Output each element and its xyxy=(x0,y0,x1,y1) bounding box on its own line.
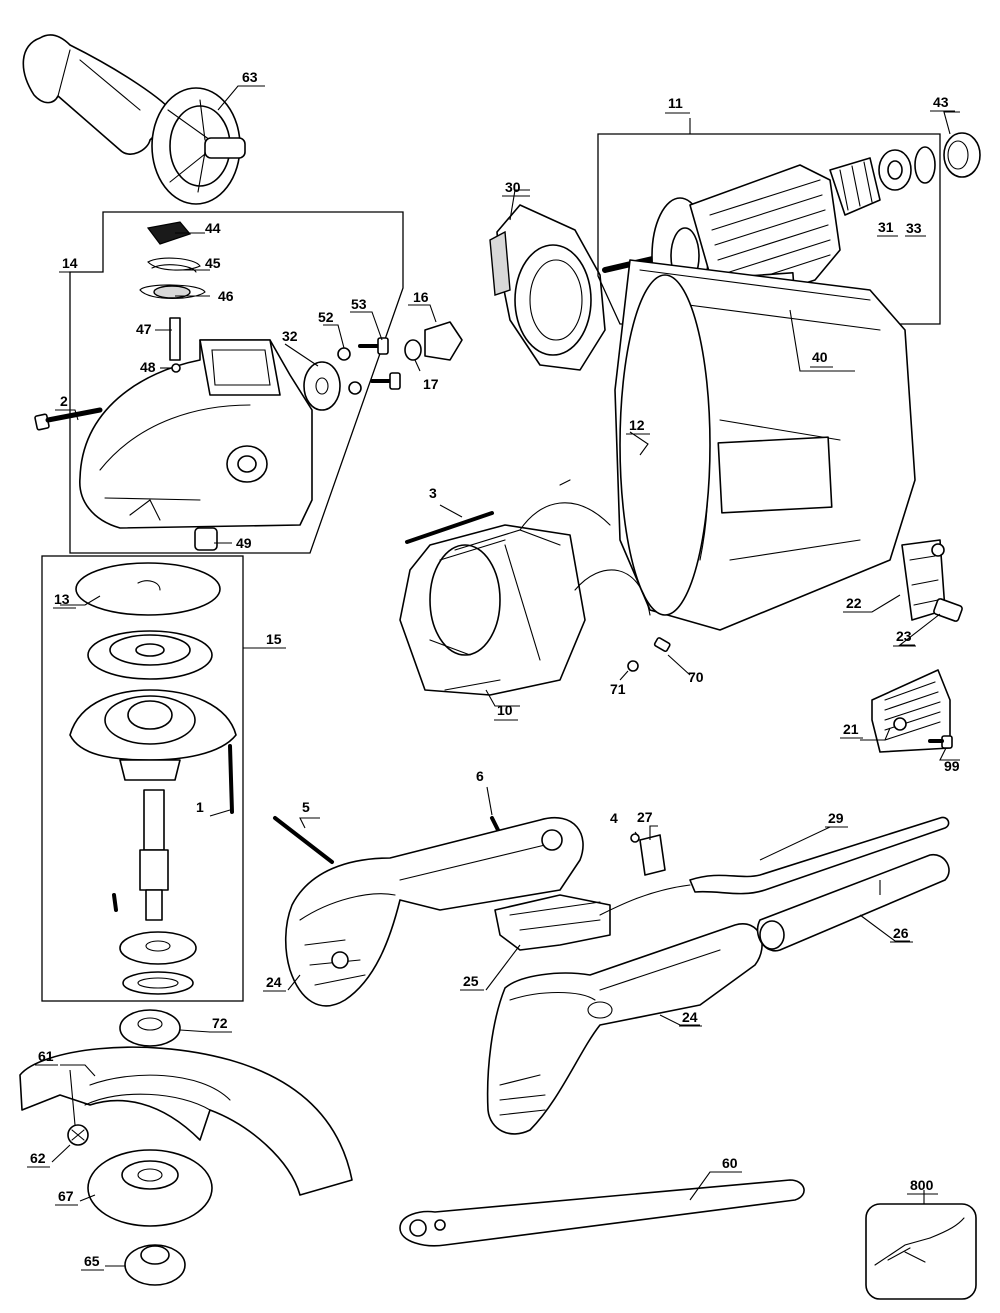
callout-72: 72 xyxy=(212,1015,228,1031)
callout-24b: 24 xyxy=(682,1009,698,1025)
strain-relief-26-part xyxy=(756,854,950,952)
motor-housing-part xyxy=(614,259,916,631)
callout-47: 47 xyxy=(136,321,152,337)
screw-99-part xyxy=(928,735,953,749)
handle-half-left-part xyxy=(284,817,584,1007)
callout-63: 63 xyxy=(242,69,258,85)
bearing-32-part xyxy=(303,361,341,411)
callout-30: 30 xyxy=(505,179,521,195)
callout-61: 61 xyxy=(38,1048,54,1064)
switch-assembly-25-part xyxy=(494,894,611,951)
callout-40: 40 xyxy=(812,349,828,365)
bearing-43-part xyxy=(943,132,981,178)
callout-800: 800 xyxy=(910,1177,934,1193)
callout-10: 10 xyxy=(497,702,513,718)
callout-48: 48 xyxy=(140,359,156,375)
spindle-lock-parts xyxy=(139,221,206,373)
callout-23: 23 xyxy=(896,628,912,644)
switch-22-part xyxy=(901,539,946,621)
screw-5-part xyxy=(273,816,334,864)
cord-29-part xyxy=(599,816,950,916)
callout-1: 1 xyxy=(196,799,204,815)
callout-27: 27 xyxy=(637,809,653,825)
callout-44: 44 xyxy=(205,220,221,236)
field-stator-part xyxy=(399,479,651,696)
callout-45: 45 xyxy=(205,255,221,271)
callout-67: 67 xyxy=(58,1188,74,1204)
callout-4: 4 xyxy=(610,810,618,826)
callout-16: 16 xyxy=(413,289,429,305)
screw-53-part xyxy=(358,337,401,390)
callout-31: 31 xyxy=(878,219,894,235)
callout-3: 3 xyxy=(429,485,437,501)
wheel-guard-part xyxy=(19,1046,353,1196)
side-handle-part xyxy=(22,34,246,205)
callout-24a: 24 xyxy=(266,974,282,990)
callout-49: 49 xyxy=(236,535,252,551)
nut-16-17-part xyxy=(404,321,463,361)
callout-17: 17 xyxy=(423,376,439,392)
callout-53: 53 xyxy=(351,296,367,312)
gear-assembly-part xyxy=(69,562,237,995)
callout-62: 62 xyxy=(30,1150,46,1166)
callout-12: 12 xyxy=(629,417,645,433)
callout-26: 26 xyxy=(893,925,909,941)
callout-21: 21 xyxy=(843,721,859,737)
callout-25: 25 xyxy=(463,973,479,989)
callout-13: 13 xyxy=(54,591,70,607)
bushing-49-part xyxy=(194,527,218,551)
end-bell-30-part xyxy=(489,204,606,371)
gear-assembly-group-frame xyxy=(41,555,244,1002)
callout-46: 46 xyxy=(218,288,234,304)
kit-800-part xyxy=(874,1217,965,1266)
callout-14: 14 xyxy=(62,255,78,271)
brush-23-part xyxy=(933,598,963,622)
callout-43: 43 xyxy=(933,94,949,110)
callout-33: 33 xyxy=(906,220,922,236)
gear-case-part xyxy=(79,339,313,529)
callout-29: 29 xyxy=(828,810,844,826)
callout-2: 2 xyxy=(60,393,68,409)
callout-65: 65 xyxy=(84,1253,100,1269)
screw-3-part xyxy=(405,511,494,544)
callout-labels: 63 11 43 30 44 31 33 14 45 46 16 53 52 4… xyxy=(30,69,960,1269)
spanner-wrench-60-part xyxy=(399,1179,805,1247)
washer-52-part xyxy=(337,347,351,361)
kit-800-frame xyxy=(865,1203,977,1300)
callout-22: 22 xyxy=(846,595,862,611)
clamp-27-part xyxy=(630,833,666,876)
callout-99: 99 xyxy=(944,758,960,774)
terminals-70-71-part xyxy=(627,637,671,672)
callout-15: 15 xyxy=(266,631,282,647)
nut-65-part xyxy=(124,1244,186,1286)
callout-5: 5 xyxy=(302,799,310,815)
callout-32: 32 xyxy=(282,328,298,344)
handle-half-right-part xyxy=(486,923,763,1135)
callout-52: 52 xyxy=(318,309,334,325)
callout-11: 11 xyxy=(668,95,683,111)
callout-60: 60 xyxy=(722,1155,738,1171)
bolt-2-part xyxy=(34,407,103,431)
callout-6: 6 xyxy=(476,768,484,784)
callout-71: 71 xyxy=(610,681,626,697)
callout-70: 70 xyxy=(688,669,704,685)
bearing-72-part xyxy=(119,1009,181,1047)
label-underlines xyxy=(27,85,955,1271)
